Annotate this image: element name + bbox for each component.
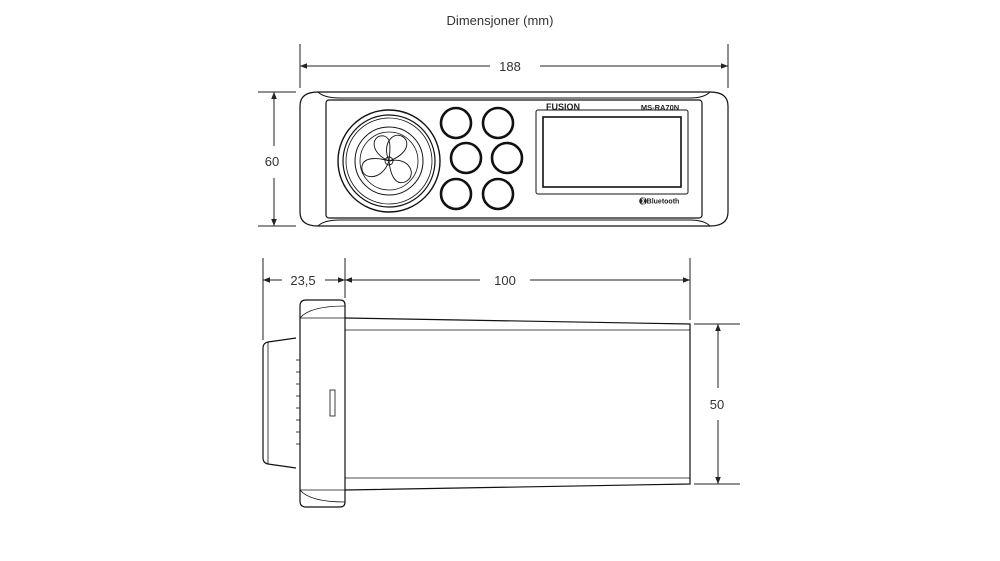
button-1 [439,106,473,140]
body-height-dimension-label: 50 [710,397,724,412]
side-dimensions [262,258,740,485]
rotary-knob [337,109,441,213]
bluetooth-label: Bluetooth [647,199,680,206]
display-screen [542,116,682,188]
front-bezel [299,91,729,227]
front-panel [325,99,703,219]
brand-label: FUSION [546,102,580,112]
width-dimension-label: 188 [499,59,521,74]
side-body [344,317,691,491]
side-knob [262,337,297,469]
button-6 [481,177,515,211]
bluetooth-icon [639,196,647,206]
body-depth-dimension-label: 100 [494,273,516,288]
height-dimension-label: 60 [265,154,279,169]
diagram-title: Dimensjoner (mm) [446,13,554,28]
side-bezel [299,299,346,508]
side-view [262,299,691,508]
model-label: MS-RA70N [641,103,679,112]
button-3 [449,141,483,175]
button-2 [481,106,515,140]
front-depth-dimension-label: 23,5 [290,273,315,288]
front-view [299,91,729,227]
button-grid [439,106,524,211]
display-outer [535,109,689,195]
button-5 [439,177,473,211]
front-dimensions [258,44,729,227]
button-4 [490,141,524,175]
